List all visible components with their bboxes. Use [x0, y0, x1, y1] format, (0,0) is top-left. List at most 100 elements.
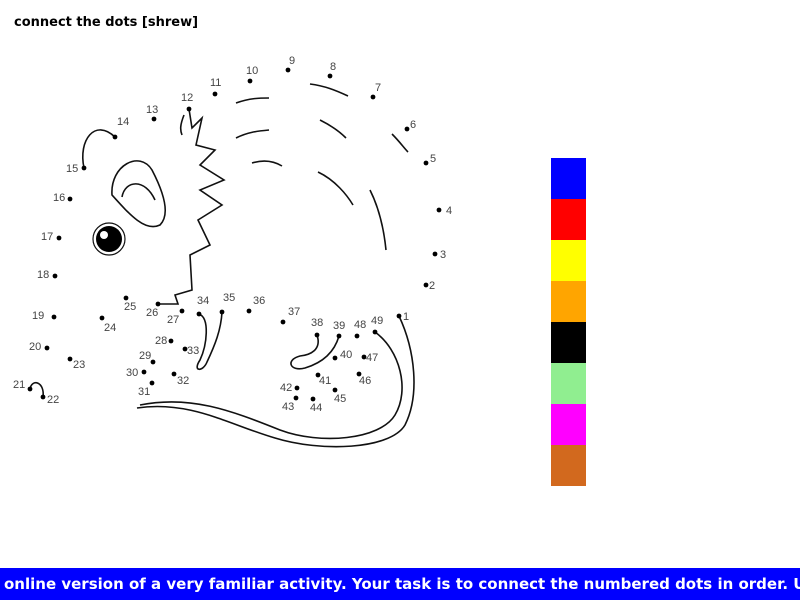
color-swatch-blue[interactable]	[551, 158, 586, 199]
color-swatch-brown[interactable]	[551, 445, 586, 486]
dot-marker[interactable]	[27, 386, 33, 392]
dot-marker[interactable]	[423, 282, 429, 288]
dot-marker[interactable]	[314, 332, 320, 338]
dot-38[interactable]: 38	[311, 317, 323, 338]
dot-marker[interactable]	[52, 273, 58, 279]
dot-marker[interactable]	[182, 346, 188, 352]
color-swatch-black[interactable]	[551, 322, 586, 363]
dot-marker[interactable]	[423, 160, 429, 166]
dot-marker[interactable]	[67, 356, 73, 362]
dot-marker[interactable]	[404, 126, 410, 132]
dot-picture-canvas[interactable]: 1234567891011121314151617181920212223242…	[0, 0, 800, 560]
dot-40[interactable]: 40	[332, 349, 353, 361]
color-swatch-magenta[interactable]	[551, 404, 586, 445]
dot-46[interactable]: 46	[356, 371, 372, 387]
dot-marker[interactable]	[51, 314, 57, 320]
dot-22[interactable]: 22	[40, 394, 60, 406]
dot-marker[interactable]	[332, 387, 338, 393]
dot-44[interactable]: 44	[310, 396, 322, 414]
dot-49[interactable]: 49	[371, 315, 383, 335]
dot-18[interactable]: 18	[37, 269, 58, 281]
dot-11[interactable]: 11	[210, 77, 221, 97]
dot-19[interactable]: 19	[32, 310, 57, 322]
dot-marker[interactable]	[285, 67, 291, 73]
dot-26[interactable]: 26	[146, 301, 161, 319]
dot-marker[interactable]	[196, 311, 202, 317]
dot-15[interactable]: 15	[66, 163, 87, 175]
dot-marker[interactable]	[436, 207, 442, 213]
dot-30[interactable]: 30	[126, 367, 147, 379]
dot-marker[interactable]	[294, 385, 300, 391]
dot-6[interactable]: 6	[404, 119, 417, 132]
dot-marker[interactable]	[247, 78, 253, 84]
dot-3[interactable]: 3	[432, 249, 447, 261]
dot-27[interactable]: 27	[167, 308, 185, 326]
dot-marker[interactable]	[56, 235, 62, 241]
dot-1[interactable]: 1	[396, 311, 410, 323]
dot-39[interactable]: 39	[333, 320, 345, 339]
dot-marker[interactable]	[370, 94, 376, 100]
dot-marker[interactable]	[356, 371, 362, 377]
dot-32[interactable]: 32	[171, 371, 190, 387]
dot-33[interactable]: 33	[182, 345, 200, 357]
dot-marker[interactable]	[246, 308, 252, 314]
dot-marker[interactable]	[81, 165, 87, 171]
color-swatch-red[interactable]	[551, 199, 586, 240]
dot-45[interactable]: 45	[332, 387, 347, 405]
dot-marker[interactable]	[336, 333, 342, 339]
color-swatch-yellow[interactable]	[551, 240, 586, 281]
dot-marker[interactable]	[99, 315, 105, 321]
dot-7[interactable]: 7	[370, 82, 382, 100]
dot-12[interactable]: 12	[181, 92, 193, 112]
dot-marker[interactable]	[396, 313, 402, 319]
dot-marker[interactable]	[179, 308, 185, 314]
dot-marker[interactable]	[186, 106, 192, 112]
dot-marker[interactable]	[310, 396, 316, 402]
dot-marker[interactable]	[44, 345, 50, 351]
dot-9[interactable]: 9	[285, 55, 296, 73]
dot-4[interactable]: 4	[436, 205, 453, 217]
dot-marker[interactable]	[168, 338, 174, 344]
dot-marker[interactable]	[155, 301, 161, 307]
dot-28[interactable]: 28	[155, 335, 174, 347]
dot-marker[interactable]	[40, 394, 46, 400]
dot-marker[interactable]	[354, 333, 360, 339]
dot-41[interactable]: 41	[315, 372, 332, 387]
dot-8[interactable]: 8	[327, 61, 337, 79]
dot-16[interactable]: 16	[53, 192, 73, 204]
dot-47[interactable]: 47	[361, 352, 379, 364]
dot-35[interactable]: 35	[219, 292, 236, 315]
dot-marker[interactable]	[212, 91, 218, 97]
dot-marker[interactable]	[432, 251, 438, 257]
dot-48[interactable]: 48	[354, 319, 366, 339]
color-swatch-light-green[interactable]	[551, 363, 586, 404]
dot-marker[interactable]	[141, 369, 147, 375]
dot-marker[interactable]	[123, 295, 129, 301]
dot-34[interactable]: 34	[196, 295, 210, 317]
dot-5[interactable]: 5	[423, 153, 437, 166]
dot-2[interactable]: 2	[423, 280, 436, 292]
dot-17[interactable]: 17	[41, 231, 62, 243]
dot-37[interactable]: 37	[280, 306, 301, 325]
dot-29[interactable]: 29	[139, 350, 156, 365]
dot-25[interactable]: 25	[123, 295, 137, 313]
dot-marker[interactable]	[315, 372, 321, 378]
dot-marker[interactable]	[372, 329, 378, 335]
color-swatch-orange[interactable]	[551, 281, 586, 322]
dot-marker[interactable]	[171, 371, 177, 377]
dot-23[interactable]: 23	[67, 356, 86, 371]
dot-marker[interactable]	[327, 73, 333, 79]
dot-marker[interactable]	[219, 309, 225, 315]
dot-36[interactable]: 36	[246, 295, 266, 314]
dot-43[interactable]: 43	[282, 395, 299, 413]
dot-24[interactable]: 24	[99, 315, 117, 334]
dot-31[interactable]: 31	[138, 380, 155, 398]
dot-42[interactable]: 42	[280, 382, 300, 394]
dot-marker[interactable]	[332, 355, 338, 361]
dot-marker[interactable]	[149, 380, 155, 386]
dot-marker[interactable]	[293, 395, 299, 401]
dot-marker[interactable]	[280, 319, 286, 325]
dot-marker[interactable]	[151, 116, 157, 122]
dot-marker[interactable]	[150, 359, 156, 365]
dot-21[interactable]: 21	[13, 379, 33, 392]
